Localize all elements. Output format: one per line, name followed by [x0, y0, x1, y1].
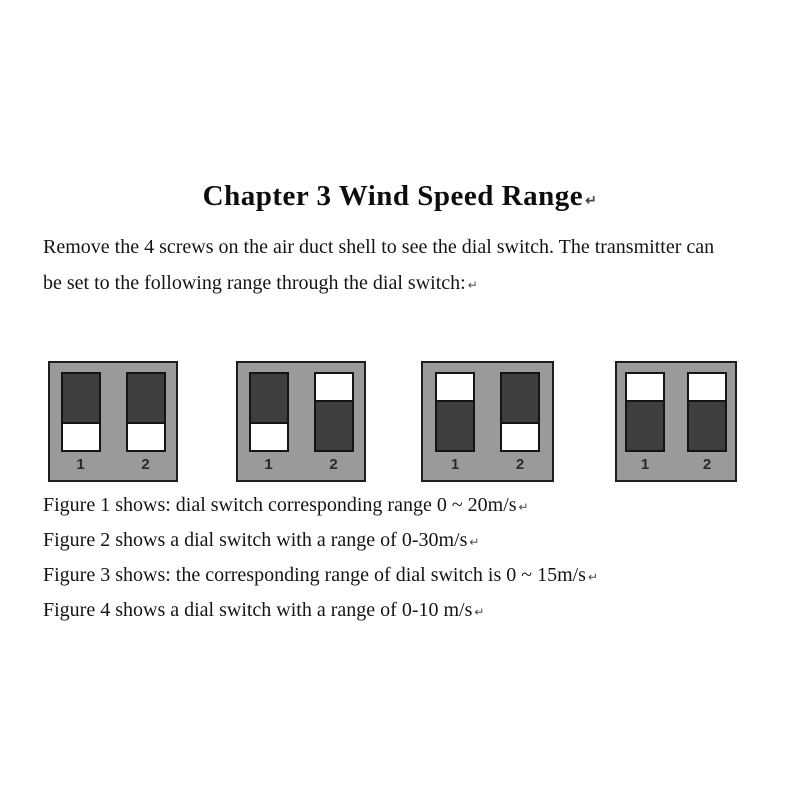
- switch-column: 1: [625, 372, 665, 480]
- return-mark-icon: ↵: [587, 570, 599, 584]
- figure-4-caption: Figure 4 shows a dial switch with a rang…: [43, 598, 763, 624]
- dial-switch-figure-1: 1 2: [48, 361, 178, 482]
- switch-column: 2: [313, 372, 354, 480]
- switch-column: 1: [60, 372, 101, 480]
- figure-2-caption: Figure 2 shows a dial switch with a rang…: [43, 528, 763, 554]
- return-mark-icon: ↵: [518, 500, 529, 514]
- dip-switch-icon: [60, 372, 101, 452]
- dial-switch-figure-4: 1 2: [615, 361, 737, 482]
- switch-slider: [502, 422, 538, 450]
- switch-label: 2: [702, 456, 712, 473]
- dip-switch-icon: [687, 372, 727, 452]
- intro-paragraph-line-1: Remove the 4 screws on the air duct shel…: [43, 235, 763, 259]
- dip-switch-icon: [500, 372, 540, 452]
- switch-label: 1: [640, 456, 650, 473]
- figure-3-caption: Figure 3 shows: the corresponding range …: [43, 563, 763, 589]
- dip-switch-icon: [125, 372, 166, 452]
- figure-1-caption: Figure 1 shows: dial switch correspondin…: [43, 493, 763, 519]
- switch-label: 2: [329, 456, 338, 473]
- caption-text: Figure 4 shows a dial switch with a rang…: [43, 599, 473, 621]
- switch-slider: [437, 374, 473, 402]
- intro-text-1: Remove the 4 screws on the air duct shel…: [43, 236, 715, 258]
- dip-switch-icon: [625, 372, 665, 452]
- page-title-text: Chapter 3 Wind Speed Range: [202, 180, 584, 212]
- caption-text: Figure 1 shows: dial switch correspondin…: [43, 494, 517, 516]
- switch-column: 2: [500, 372, 540, 480]
- intro-text-2: be set to the following range through th…: [43, 272, 466, 294]
- switch-slider: [250, 422, 287, 450]
- switch-slider: [62, 422, 99, 450]
- return-mark-icon: ↵: [469, 535, 480, 549]
- caption-text: Figure 3 shows: the corresponding range …: [43, 564, 586, 586]
- dial-switch-figure-3: 1 2: [421, 361, 554, 482]
- switch-label: 1: [450, 456, 460, 473]
- dial-switch-figure-2: 1 2: [236, 361, 366, 482]
- dip-switch-icon: [435, 372, 475, 452]
- switch-label: 1: [264, 456, 273, 473]
- caption-text: Figure 2 shows a dial switch with a rang…: [43, 529, 468, 551]
- switch-slider: [315, 374, 352, 402]
- switch-slider: [127, 422, 164, 450]
- switch-column: 1: [435, 372, 475, 480]
- dip-switch-icon: [248, 372, 289, 452]
- switch-label: 2: [141, 456, 150, 473]
- return-mark-icon: ↵: [585, 194, 598, 209]
- page-title: Chapter 3 Wind Speed Range↵: [0, 180, 800, 213]
- switch-column: 2: [687, 372, 727, 480]
- dip-switch-icon: [313, 372, 354, 452]
- intro-paragraph-line-2: be set to the following range through th…: [43, 271, 763, 297]
- switch-slider: [689, 374, 725, 402]
- switch-slider: [627, 374, 663, 402]
- switch-label: 1: [76, 456, 85, 473]
- switch-column: 2: [125, 372, 166, 480]
- return-mark-icon: ↵: [467, 278, 478, 292]
- switch-label: 2: [515, 456, 525, 473]
- return-mark-icon: ↵: [474, 605, 485, 619]
- switch-column: 1: [248, 372, 289, 480]
